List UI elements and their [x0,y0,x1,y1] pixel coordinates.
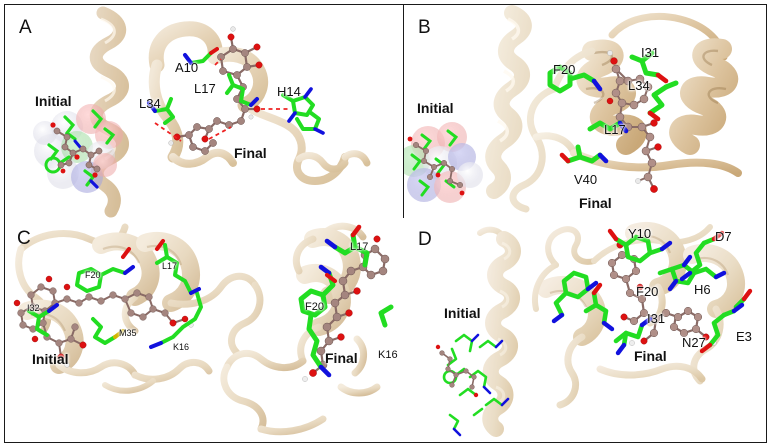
panel-d: D Initial Final Y10 D7 F20 H6 I31 N27 E3 [404,219,766,442]
state-label-initial-b: Initial [417,100,454,116]
helix-ribbon-final-a [148,21,371,186]
residue-label-n27: N27 [682,335,706,350]
residue-heteroatoms-initial-d [452,333,510,437]
residue-label-m35: M35 [119,328,137,338]
residue-heteroatoms-final-d [551,228,753,356]
helix-ribbon-initial-d [477,226,521,437]
residue-label-i31-d: I31 [647,311,666,326]
helix-bundle-final-b [509,12,742,213]
state-label-final-d: Final [634,348,667,364]
residue-heteroatoms-final-b [559,72,669,164]
ligand-final-a [168,26,263,155]
helix-ribbon-final-c [220,222,381,436]
residue-label-l17: L17 [194,81,216,96]
panel-divider-vertical-top [403,5,405,218]
panel-a: A Initial Final A10 L17 L34 H14 [5,5,403,218]
residue-sticks-final-b [547,50,679,164]
residue-label-k16-final: K16 [378,349,398,361]
ligand-initial-a [50,122,103,178]
panel-letter-d: D [418,229,433,250]
state-label-initial-d: Initial [444,305,481,321]
panel-letter-a: A [19,17,33,38]
residue-heteroatoms-final-c [318,224,362,378]
state-label-final-a: Final [234,145,267,161]
state-label-initial-a: Initial [35,93,72,109]
ligand-initial-d [435,344,479,398]
panel-c-graphic [13,222,394,436]
residue-label-i31: I31 [641,45,660,60]
panel-d-graphic [435,222,753,437]
helix-ribbon-final-d [532,222,745,409]
residue-label-l17-initial: L17 [162,261,178,271]
residue-label-f20-final: F20 [305,301,324,313]
panel-b: B Initial Final I31 F20 L34 L17 V40 [404,5,766,218]
state-label-final-c: Final [325,350,358,366]
panel-a-graphic [33,6,371,218]
residue-label-h6: H6 [694,282,711,297]
residue-label-k16-initial: K16 [173,342,190,352]
residue-sticks-initial-c [27,243,203,345]
state-label-final-b: Final [579,195,612,211]
residue-label-l17: L17 [604,122,626,137]
surface-initial-a [33,104,123,193]
residue-sticks-final-a [153,51,321,131]
hydrogen-bonds-a [154,58,289,142]
ligand-final-b [606,50,662,193]
residue-label-l34: L34 [139,96,161,111]
state-label-initial-c: Initial [32,351,69,367]
panel-c: C Initial Final I32 F20 L17 M35 K16 L17 … [5,219,403,442]
residue-heteroatoms-final-a [147,47,325,135]
residue-label-y10: Y10 [628,226,652,241]
residue-sticks-initial-b [410,129,459,197]
residue-label-v40: V40 [574,172,598,187]
residue-label-f20: F20 [553,62,576,77]
residue-label-a10: A10 [175,60,199,75]
residue-label-l34: L34 [628,78,650,93]
residue-label-l17-final: L17 [350,241,369,253]
residue-label-d7: D7 [715,229,732,244]
residue-label-i32: I32 [27,303,40,313]
residue-label-f20-d: F20 [636,284,659,299]
residue-heteroatoms-initial-c [47,239,201,349]
residue-label-f20-initial: F20 [85,270,101,280]
ligand-initial-c [13,275,194,368]
panel-letter-c: C [17,228,32,249]
residue-label-h14: H14 [277,84,301,99]
residue-heteroatoms-initial-a [73,139,99,189]
helix-ribbon-diagonal-b [485,5,532,199]
panel-b-graphic [404,5,742,213]
residue-label-e3: E3 [736,329,752,344]
panel-letter-b: B [418,17,432,38]
ligand-initial-b [407,136,465,196]
